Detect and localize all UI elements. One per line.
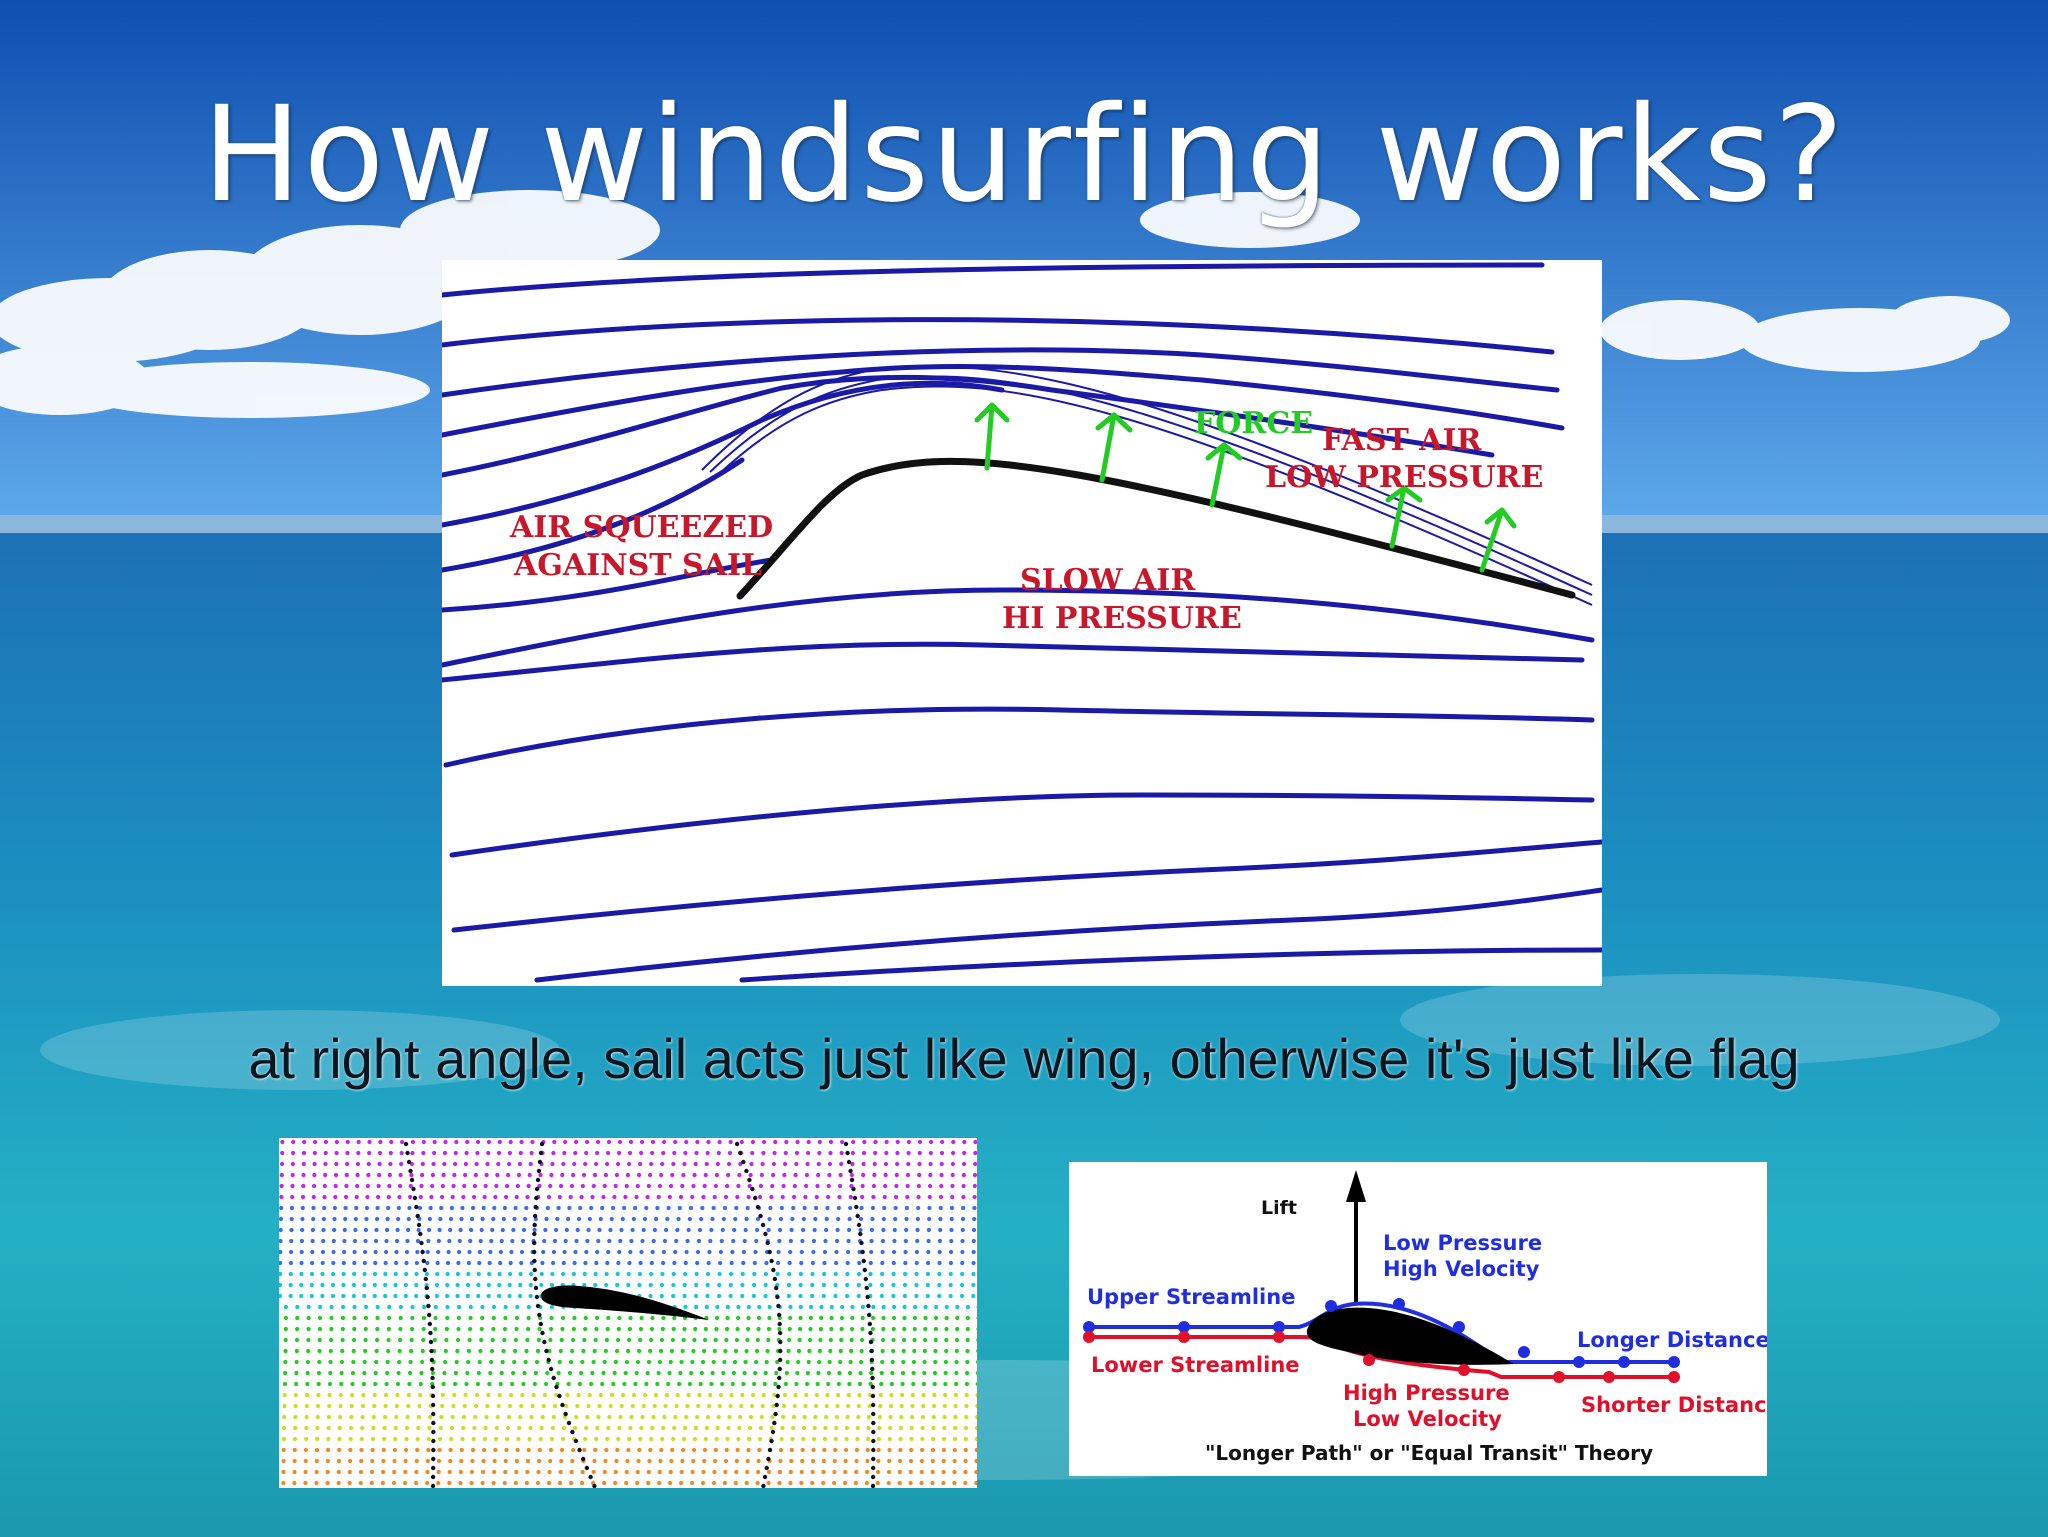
streamline: [442, 364, 1565, 438]
airfoil: [1306, 1307, 1514, 1365]
upper-point: [1393, 1298, 1405, 1310]
label-air-squeezed: AIR SQUEEZED: [509, 510, 773, 545]
upper-streamline-label: Upper Streamline: [1087, 1285, 1295, 1309]
airfoil: [541, 1285, 709, 1320]
upper-point: [1668, 1356, 1680, 1368]
force-arrow: [1479, 507, 1517, 573]
slide-title: How windsurfing works?: [202, 78, 1846, 232]
shorter-distance-label: Shorter Distance: [1581, 1393, 1767, 1417]
streamline: [442, 374, 1495, 478]
streamline: [442, 557, 775, 613]
streamline: [442, 457, 745, 573]
lift-label: Lift: [1261, 1197, 1297, 1219]
streamline: [717, 385, 1593, 606]
streamline: [534, 887, 1602, 983]
label-hi-pressure: HI PRESSURE: [1002, 601, 1242, 636]
lower-point: [1273, 1331, 1285, 1343]
upper-point: [1573, 1356, 1585, 1368]
upper-point: [1273, 1321, 1285, 1333]
label-against-sail: AGAINST SAIL: [513, 548, 762, 583]
sail: [736, 457, 1576, 600]
low-velocity-label: Low Velocity: [1353, 1407, 1502, 1431]
streamline: [442, 587, 1595, 668]
lower-point: [1458, 1364, 1470, 1376]
lower-point: [1178, 1331, 1190, 1343]
streamline: [442, 347, 1560, 398]
streamline: [443, 706, 1595, 768]
lift-arrow: [1346, 1170, 1366, 1302]
low-pressure-label: Low Pressure: [1383, 1231, 1542, 1255]
label-slow-air: SLOW AIR: [1020, 563, 1196, 598]
high-pressure-label: High Pressure: [1343, 1381, 1510, 1405]
label-force: FORCE: [1194, 406, 1313, 441]
label-low-pressure: LOW PRESSURE: [1265, 460, 1543, 495]
upper-point: [1453, 1321, 1465, 1333]
streamline-diagram: AIR SQUEEZED AGAINST SAIL FORCE FAST AIR…: [442, 260, 1602, 986]
longer-distance-label: Longer Distance: [1577, 1328, 1767, 1352]
force-arrow: [1095, 412, 1133, 483]
upper-point: [1178, 1321, 1190, 1333]
streamline: [451, 839, 1602, 933]
lower-point: [1668, 1371, 1680, 1383]
streamline: [701, 365, 1593, 586]
lower-point: [1363, 1354, 1375, 1366]
lower-point: [1083, 1331, 1095, 1343]
slide-caption: at right angle, sail acts just like wing…: [248, 1027, 1800, 1090]
force-arrow: [974, 402, 1010, 471]
cloud: [0, 190, 2010, 418]
upper-point: [1618, 1356, 1630, 1368]
upper-point: [1518, 1346, 1530, 1358]
streamline: [739, 947, 1602, 983]
theory-label: "Longer Path" or "Equal Transit" Theory: [1205, 1441, 1653, 1465]
streamline: [449, 792, 1595, 858]
lower-streamline-label: Lower Streamline: [1091, 1353, 1300, 1377]
high-velocity-label: High Velocity: [1383, 1257, 1540, 1281]
upper-point: [1083, 1321, 1095, 1333]
label-fast-air: FAST AIR: [1322, 423, 1483, 458]
force-arrow: [1385, 485, 1423, 549]
dot-flow-diagram: [279, 1138, 977, 1488]
streamline: [709, 375, 1593, 596]
streamline: [442, 641, 1585, 683]
lower-point: [1553, 1371, 1565, 1383]
force-arrow: [1205, 442, 1243, 508]
equal-transit-diagram: Lift Low Pressure High Velocity Upper St…: [1069, 1162, 1767, 1476]
streamline: [442, 317, 1555, 355]
upper-point: [1325, 1300, 1337, 1312]
streamline: [442, 262, 1545, 298]
lower-point: [1603, 1371, 1615, 1383]
